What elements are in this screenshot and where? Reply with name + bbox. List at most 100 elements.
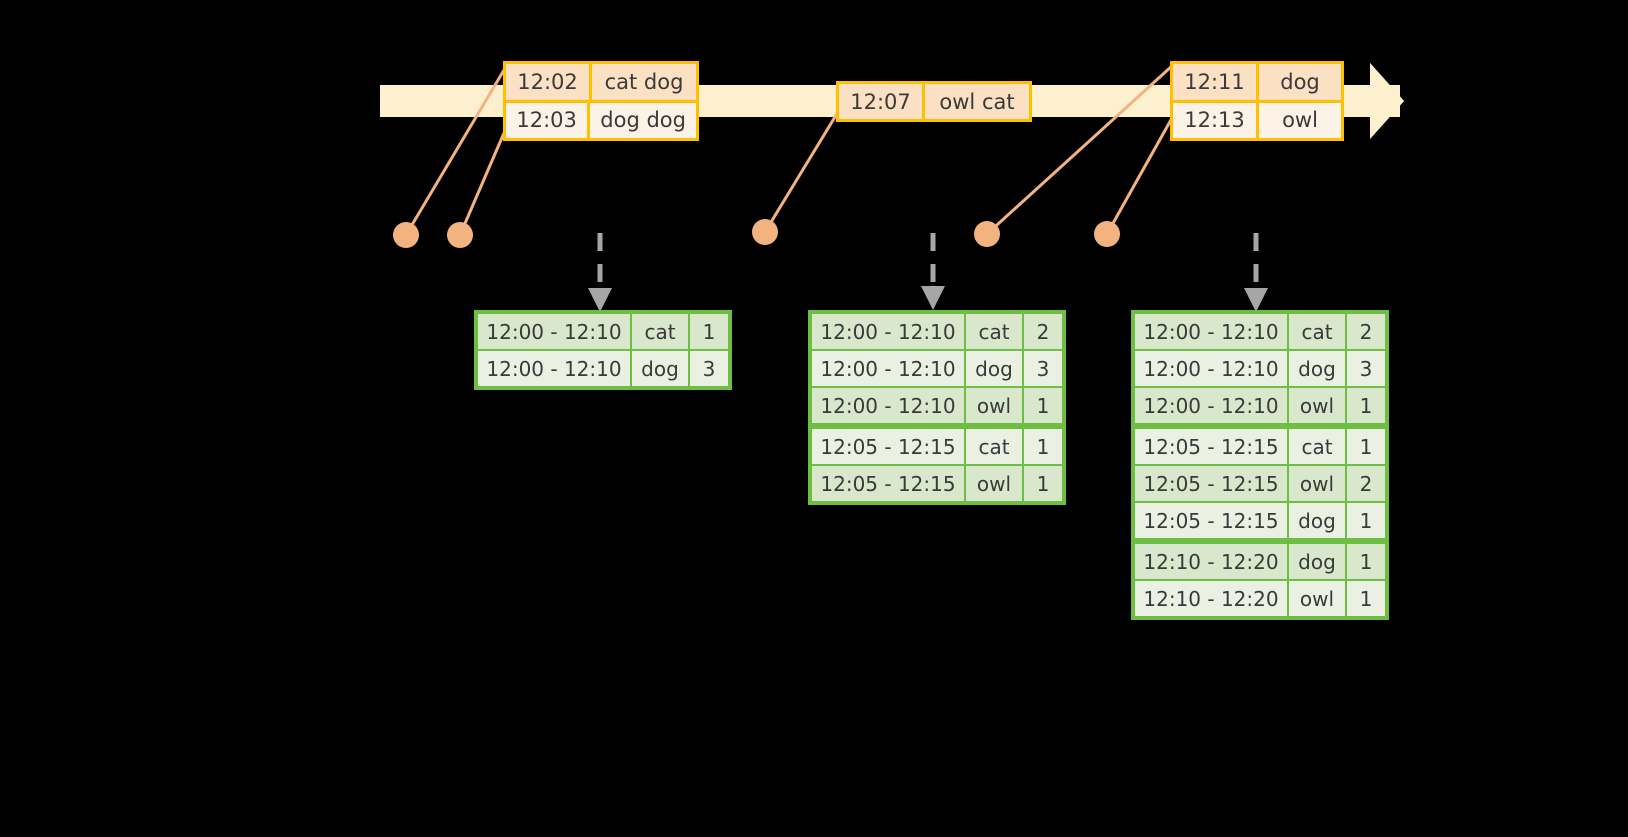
cell-word: owl <box>1289 581 1345 616</box>
event-row[interactable]: 12:07 owl cat <box>839 84 1029 119</box>
cell-word: dog <box>1289 544 1345 579</box>
event-group-1[interactable]: 12:02 cat dog 12:03 dog dog <box>503 61 699 141</box>
table-group-separator <box>1134 539 1386 543</box>
cell-word: dog <box>966 351 1022 386</box>
emit-arrow-1 <box>588 233 612 312</box>
cell-word: cat <box>1289 314 1345 349</box>
event-time: 12:11 <box>1173 64 1259 100</box>
table-row[interactable]: 12:00 - 12:10 cat 2 <box>811 313 1063 350</box>
table-row[interactable]: 12:00 - 12:10 dog 3 <box>477 350 729 387</box>
table-group: 12:05 - 12:15 cat 1 12:05 - 12:15 owl 2 … <box>1134 428 1386 539</box>
table-row[interactable]: 12:05 - 12:15 cat 1 <box>1134 428 1386 465</box>
event-words: owl <box>1282 108 1318 133</box>
cell-count: 1 <box>1347 388 1385 423</box>
cell-count: 1 <box>1347 429 1385 464</box>
connector-dot-4 <box>974 221 1000 247</box>
cell-count: 1 <box>1347 503 1385 538</box>
event-row[interactable]: 12:03 dog dog <box>506 99 696 138</box>
event-words: dog <box>1280 69 1320 94</box>
table-row[interactable]: 12:00 - 12:10 owl 1 <box>811 387 1063 424</box>
event-row[interactable]: 12:13 owl <box>1173 99 1341 138</box>
cell-window: 12:05 - 12:15 <box>1135 429 1287 464</box>
connector-dots <box>393 219 1120 248</box>
table-group: 12:00 - 12:10 cat 1 12:00 - 12:10 dog 3 <box>477 313 729 387</box>
result-table-3[interactable]: 12:00 - 12:10 cat 2 12:00 - 12:10 dog 3 … <box>1131 310 1389 620</box>
cell-word: cat <box>966 314 1022 349</box>
table-row[interactable]: 12:05 - 12:15 owl 2 <box>1134 465 1386 502</box>
cell-word: dog <box>1289 503 1345 538</box>
cell-window: 12:10 - 12:20 <box>1135 581 1287 616</box>
cell-count: 3 <box>1024 351 1062 386</box>
event-time: 12:13 <box>1173 102 1259 138</box>
connector-dot-5 <box>1094 221 1120 247</box>
result-table-2[interactable]: 12:00 - 12:10 cat 2 12:00 - 12:10 dog 3 … <box>808 310 1066 505</box>
connector-dot-1 <box>393 222 419 248</box>
event-row[interactable]: 12:02 cat dog <box>506 64 696 100</box>
table-group-separator <box>811 424 1063 428</box>
emit-arrows <box>588 233 1268 312</box>
cell-window: 12:05 - 12:15 <box>812 429 964 464</box>
event-words: cat dog <box>604 69 684 94</box>
table-row[interactable]: 12:10 - 12:20 dog 1 <box>1134 543 1386 580</box>
table-row[interactable]: 12:10 - 12:20 owl 1 <box>1134 580 1386 617</box>
cell-count: 2 <box>1347 466 1385 501</box>
cell-window: 12:00 - 12:10 <box>812 388 964 423</box>
cell-word: cat <box>966 429 1022 464</box>
event-group-3[interactable]: 12:11 dog 12:13 owl <box>1170 61 1344 141</box>
table-row[interactable]: 12:05 - 12:15 cat 1 <box>811 428 1063 465</box>
cell-window: 12:00 - 12:10 <box>478 314 630 349</box>
cell-window: 12:00 - 12:10 <box>1135 351 1287 386</box>
event-time: 12:07 <box>839 84 925 119</box>
cell-window: 12:00 - 12:10 <box>812 314 964 349</box>
cell-count: 3 <box>690 351 728 386</box>
cell-window: 12:05 - 12:15 <box>1135 466 1287 501</box>
cell-word: owl <box>1289 388 1345 423</box>
table-row[interactable]: 12:00 - 12:10 cat 1 <box>477 313 729 350</box>
cell-count: 2 <box>1347 314 1385 349</box>
cell-word: cat <box>632 314 688 349</box>
table-row[interactable]: 12:00 - 12:10 owl 1 <box>1134 387 1386 424</box>
event-row[interactable]: 12:11 dog <box>1173 64 1341 100</box>
connector-lines <box>404 64 1174 237</box>
cell-word: owl <box>1289 466 1345 501</box>
cell-window: 12:05 - 12:15 <box>812 466 964 501</box>
cell-window: 12:00 - 12:10 <box>478 351 630 386</box>
table-row[interactable]: 12:05 - 12:15 owl 1 <box>811 465 1063 502</box>
cell-count: 1 <box>1024 466 1062 501</box>
cell-word: owl <box>966 466 1022 501</box>
cell-window: 12:00 - 12:10 <box>1135 388 1287 423</box>
table-row[interactable]: 12:00 - 12:10 dog 3 <box>811 350 1063 387</box>
cell-count: 3 <box>1347 351 1385 386</box>
table-group-separator <box>1134 424 1386 428</box>
table-group: 12:05 - 12:15 cat 1 12:05 - 12:15 owl 1 <box>811 428 1063 502</box>
event-time: 12:02 <box>506 64 592 100</box>
event-group-2[interactable]: 12:07 owl cat <box>836 81 1032 122</box>
event-words: dog dog <box>600 108 686 133</box>
table-row[interactable]: 12:05 - 12:15 dog 1 <box>1134 502 1386 539</box>
cell-window: 12:00 - 12:10 <box>812 351 964 386</box>
event-time: 12:03 <box>506 102 591 138</box>
cell-window: 12:00 - 12:10 <box>1135 314 1287 349</box>
cell-count: 1 <box>1347 581 1385 616</box>
cell-word: dog <box>632 351 688 386</box>
cell-word: cat <box>1289 429 1345 464</box>
table-group: 12:10 - 12:20 dog 1 12:10 - 12:20 owl 1 <box>1134 543 1386 617</box>
result-table-1[interactable]: 12:00 - 12:10 cat 1 12:00 - 12:10 dog 3 <box>474 310 732 390</box>
cell-count: 1 <box>1347 544 1385 579</box>
cell-count: 1 <box>1024 429 1062 464</box>
cell-word: dog <box>1289 351 1345 386</box>
emit-arrow-3 <box>1244 233 1268 312</box>
cell-window: 12:10 - 12:20 <box>1135 544 1287 579</box>
connector-dot-2 <box>447 222 473 248</box>
connector-dot-3 <box>752 219 778 245</box>
cell-count: 1 <box>1024 388 1062 423</box>
cell-window: 12:05 - 12:15 <box>1135 503 1287 538</box>
emit-arrow-2 <box>921 233 945 310</box>
table-row[interactable]: 12:00 - 12:10 dog 3 <box>1134 350 1386 387</box>
cell-count: 2 <box>1024 314 1062 349</box>
event-words: owl cat <box>939 89 1015 114</box>
table-row[interactable]: 12:00 - 12:10 cat 2 <box>1134 313 1386 350</box>
cell-count: 1 <box>690 314 728 349</box>
table-group: 12:00 - 12:10 cat 2 12:00 - 12:10 dog 3 … <box>1134 313 1386 424</box>
